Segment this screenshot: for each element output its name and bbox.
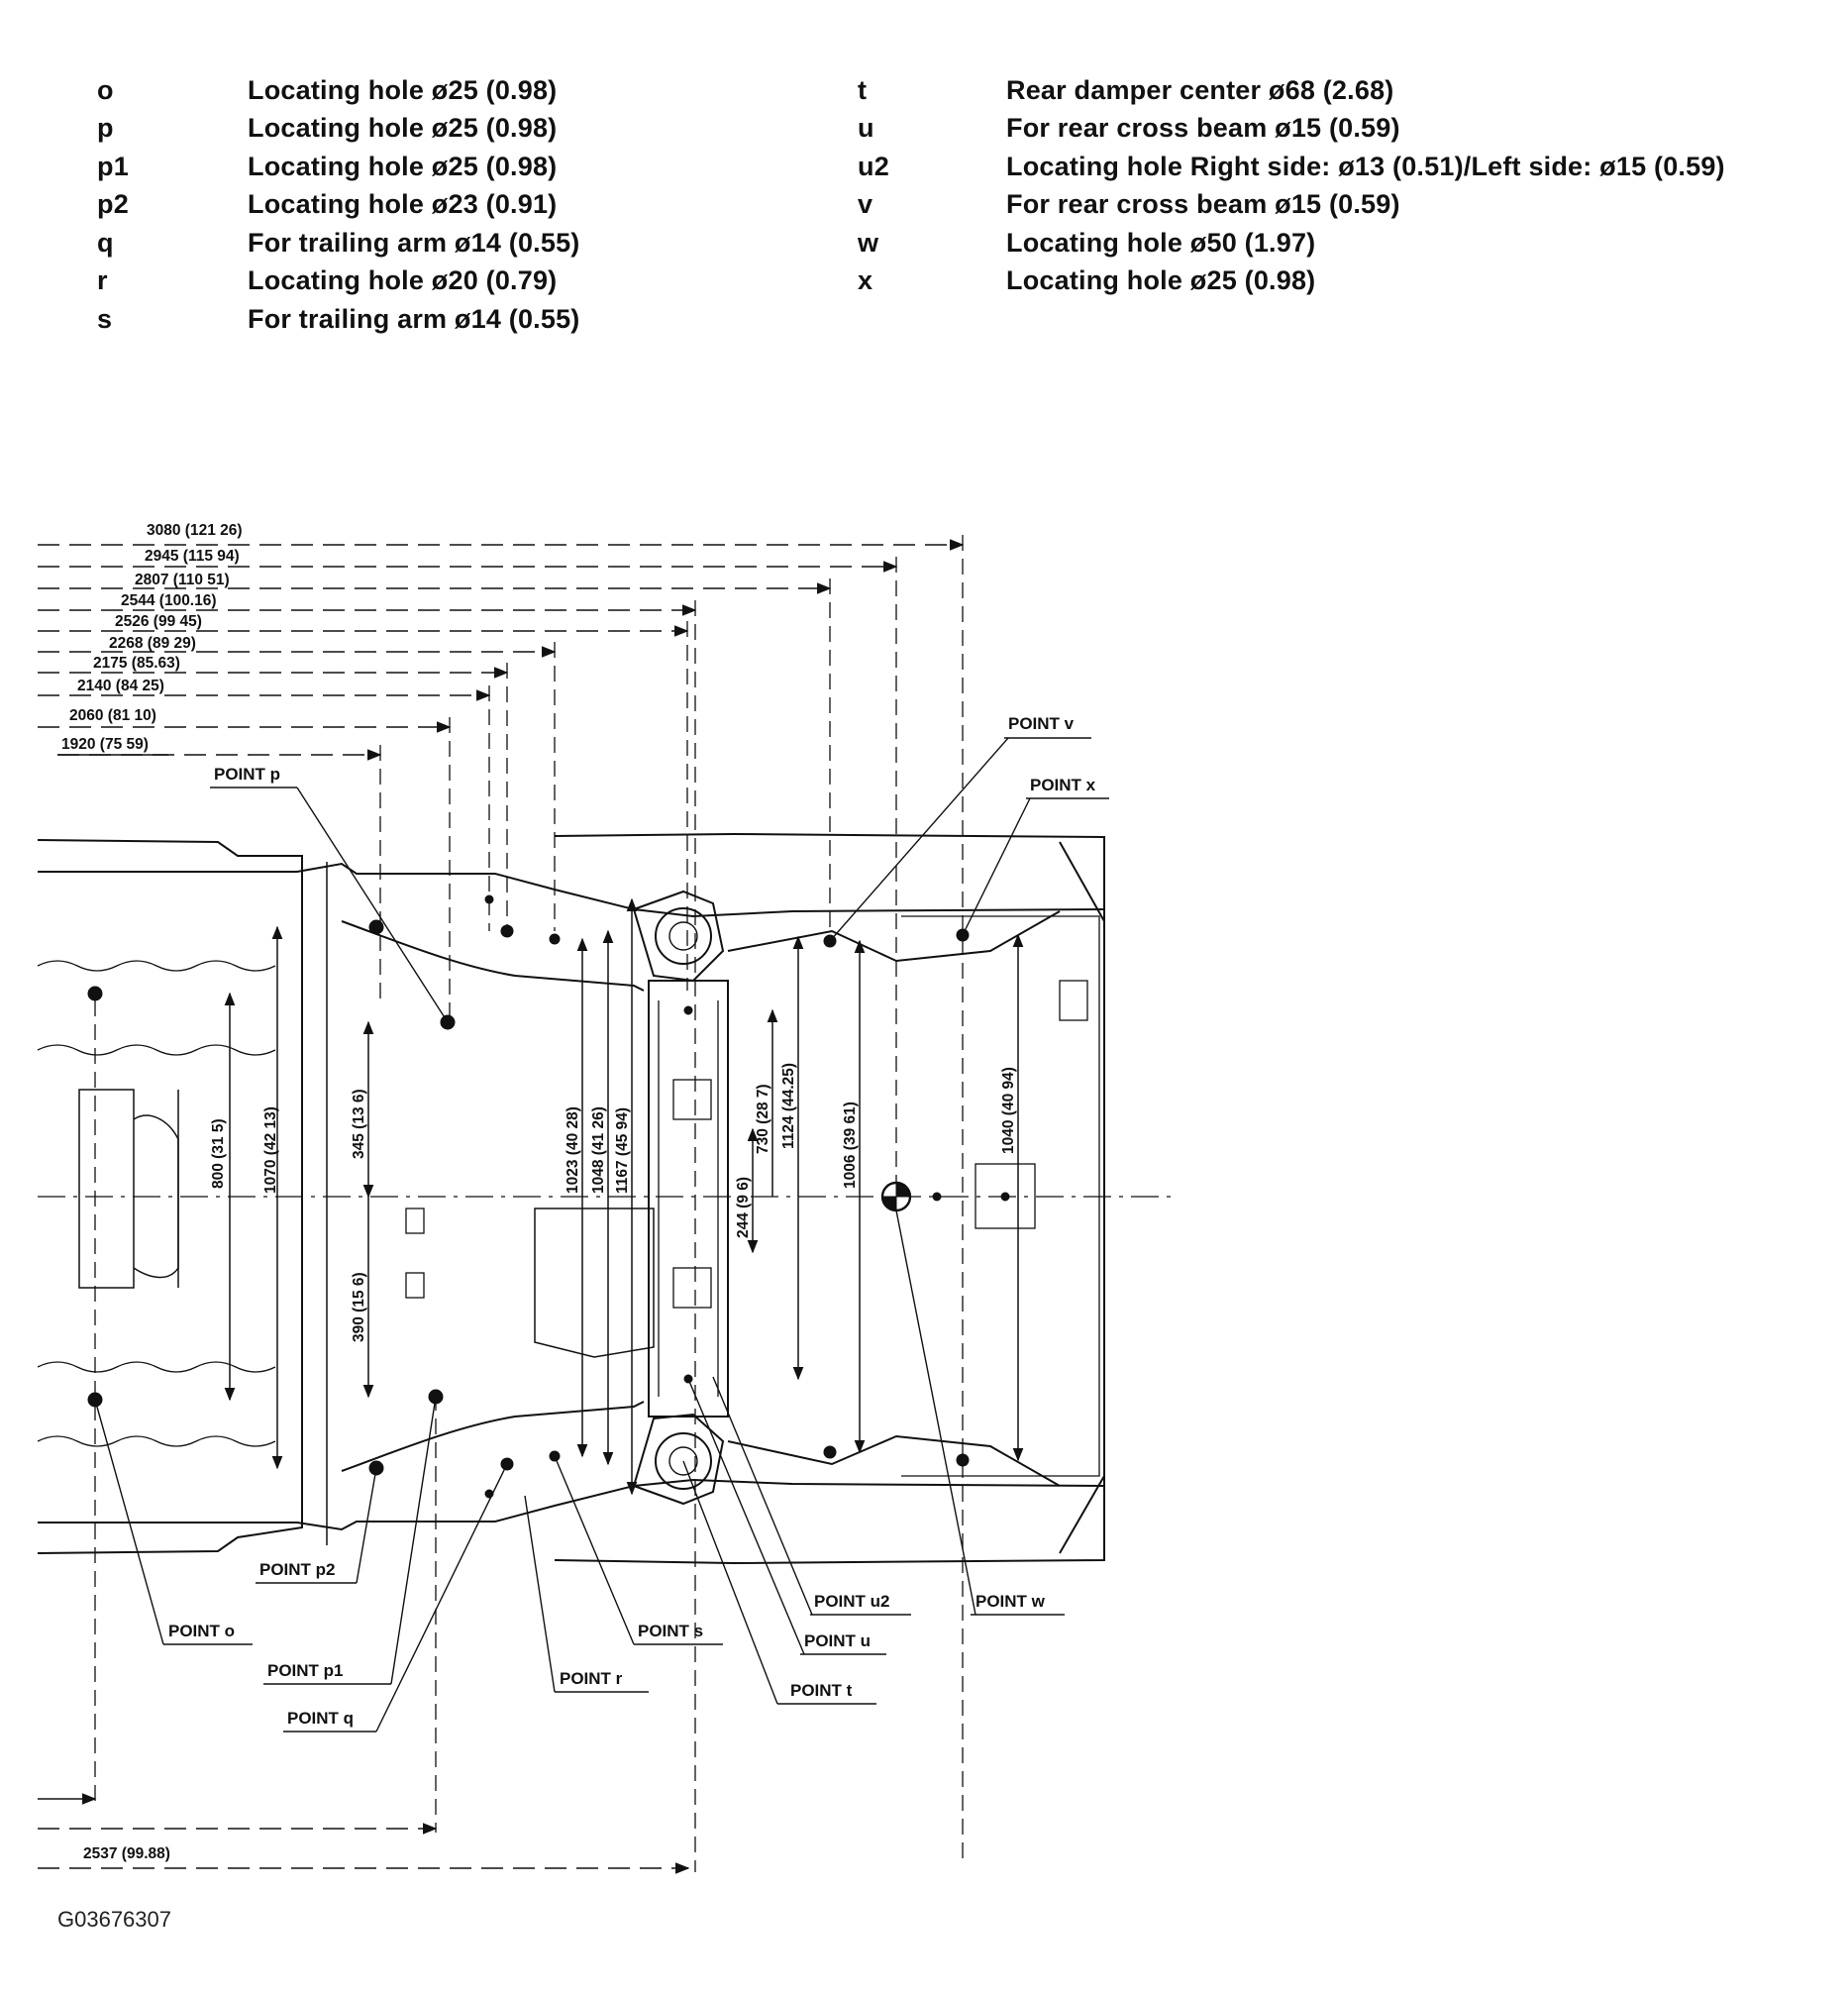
legend-row: q For trailing arm ø14 (0.55) bbox=[97, 224, 580, 263]
legend-row: t Rear damper center ø68 (2.68) bbox=[858, 71, 1725, 110]
dim-label: 2140 (84 25) bbox=[77, 678, 164, 694]
legend-key: p bbox=[97, 113, 114, 144]
legend-desc: Locating hole ø23 (0.91) bbox=[248, 189, 558, 220]
legend-row: p Locating hole ø25 (0.98) bbox=[97, 110, 580, 149]
legend-key: s bbox=[97, 303, 113, 334]
legend-key: t bbox=[858, 74, 868, 105]
dim-label-730: 730 (28 7) bbox=[755, 1084, 771, 1154]
legend-key: v bbox=[858, 189, 873, 220]
callout-labels: POINT p POINT v POINT x POINT p2 POINT o… bbox=[163, 714, 1109, 1733]
callout-point-p1: POINT p1 bbox=[267, 1661, 344, 1680]
extension-lines bbox=[94, 535, 964, 1872]
bottom-dimension-lines bbox=[38, 1793, 690, 1874]
legend-key: o bbox=[97, 74, 114, 105]
figure-code: G03676307 bbox=[57, 1907, 171, 1932]
callout-point-o: POINT o bbox=[168, 1622, 235, 1640]
dim-label: 2175 (85.63) bbox=[93, 655, 180, 672]
legend-desc: Locating hole ø25 (0.98) bbox=[248, 74, 558, 105]
callout-point-r: POINT r bbox=[560, 1669, 623, 1688]
legend-desc: Locating hole ø25 (0.98) bbox=[1006, 265, 1316, 296]
dim-label: 3080 (121 26) bbox=[147, 522, 243, 539]
callout-point-x: POINT x bbox=[1030, 776, 1096, 794]
legend-desc: For rear cross beam ø15 (0.59) bbox=[1006, 113, 1400, 144]
legend-key: p1 bbox=[97, 151, 129, 181]
dim-label-390: 390 (15 6) bbox=[351, 1272, 367, 1342]
legend-row: p1 Locating hole ø25 (0.98) bbox=[97, 148, 580, 186]
dim-label-1167: 1167 (45 94) bbox=[614, 1107, 631, 1194]
legend-row: v For rear cross beam ø15 (0.59) bbox=[858, 186, 1725, 225]
callout-point-p: POINT p bbox=[214, 765, 280, 784]
legend-key: u bbox=[858, 113, 874, 144]
dim-label: 1920 (75 59) bbox=[61, 736, 149, 753]
legend-desc: Locating hole ø50 (1.97) bbox=[1006, 227, 1316, 258]
horizontal-dimension-labels: 3080 (121 26) 2945 (115 94) 2807 (110 51… bbox=[61, 522, 243, 753]
callout-point-u2: POINT u2 bbox=[814, 1592, 890, 1611]
vertical-dimension-labels: 800 (31 5) 1070 (42 13) 345 (13 6) 390 (… bbox=[210, 1063, 1017, 1342]
callout-point-u: POINT u bbox=[804, 1631, 871, 1650]
dim-label-1048: 1048 (41 26) bbox=[590, 1106, 607, 1194]
callout-point-v: POINT v bbox=[1008, 714, 1075, 733]
dim-label-1023: 1023 (40 28) bbox=[565, 1106, 581, 1194]
vehicle-underbody bbox=[37, 832, 1174, 1565]
callout-leaders bbox=[94, 737, 1031, 1733]
dim-label-1040: 1040 (40 94) bbox=[1000, 1067, 1017, 1154]
legend-key: r bbox=[97, 265, 108, 296]
dim-label-345: 345 (13 6) bbox=[351, 1089, 367, 1159]
legend-desc: For rear cross beam ø15 (0.59) bbox=[1006, 189, 1400, 220]
callout-point-t: POINT t bbox=[790, 1681, 853, 1700]
legend-key: w bbox=[858, 227, 879, 258]
dim-label-800: 800 (31 5) bbox=[210, 1118, 227, 1189]
horizontal-dimension-lines bbox=[38, 539, 965, 761]
callout-point-q: POINT q bbox=[287, 1709, 354, 1728]
dim-label: 2268 (89 29) bbox=[109, 635, 196, 652]
legend-row: s For trailing arm ø14 (0.55) bbox=[97, 300, 580, 339]
callout-point-p2: POINT p2 bbox=[259, 1560, 336, 1579]
callout-point-s: POINT s bbox=[638, 1622, 703, 1640]
legend-row: u2 Locating hole Right side: ø13 (0.51)/L… bbox=[858, 148, 1725, 186]
point-p-marker bbox=[368, 919, 384, 935]
dim-label-bottom: 2537 (99.88) bbox=[83, 1845, 170, 1862]
dim-label-1124: 1124 (44.25) bbox=[780, 1063, 797, 1149]
dim-label: 2945 (115 94) bbox=[145, 548, 240, 565]
legend-row: o Locating hole ø25 (0.98) bbox=[97, 71, 580, 110]
legend-desc: Locating hole ø25 (0.98) bbox=[248, 113, 558, 144]
dim-label-244: 244 (9 6) bbox=[735, 1177, 752, 1238]
legend-row: u For rear cross beam ø15 (0.59) bbox=[858, 110, 1725, 149]
vertical-dimension-lines bbox=[224, 897, 1024, 1496]
legend-desc: Locating hole Right side: ø13 (0.51)/Lef… bbox=[1006, 151, 1725, 181]
legend-desc: Locating hole ø20 (0.79) bbox=[248, 265, 558, 296]
dim-label: 2060 (81 10) bbox=[69, 707, 156, 724]
legend-row: w Locating hole ø50 (1.97) bbox=[858, 224, 1725, 263]
dim-label: 2544 (100.16) bbox=[121, 592, 217, 609]
point-o-upper-marker bbox=[87, 986, 103, 1001]
legend-row: p2 Locating hole ø23 (0.91) bbox=[97, 186, 580, 225]
dim-label-1070: 1070 (42 13) bbox=[262, 1106, 279, 1194]
point-q-marker bbox=[500, 1457, 514, 1471]
legend-desc: For trailing arm ø14 (0.55) bbox=[248, 303, 580, 334]
legend-row: r Locating hole ø20 (0.79) bbox=[97, 263, 580, 301]
dim-label-1006: 1006 (39 61) bbox=[842, 1102, 859, 1189]
dim-label: 2526 (99 45) bbox=[115, 613, 202, 630]
legend-key: u2 bbox=[858, 151, 889, 181]
legend-desc: Rear damper center ø68 (2.68) bbox=[1006, 74, 1394, 105]
dim-label: 2807 (110 51) bbox=[135, 572, 230, 588]
point-x-lower-marker bbox=[956, 1453, 970, 1467]
legend-key: x bbox=[858, 265, 873, 296]
legend-row: x Locating hole ø25 (0.98) bbox=[858, 263, 1725, 301]
callout-point-w: POINT w bbox=[975, 1592, 1046, 1611]
legend-desc: Locating hole ø25 (0.98) bbox=[248, 151, 558, 181]
legend-key: p2 bbox=[97, 189, 129, 220]
legend-key: q bbox=[97, 227, 114, 258]
legend-desc: For trailing arm ø14 (0.55) bbox=[248, 227, 580, 258]
point-v-lower-marker bbox=[823, 1445, 837, 1459]
